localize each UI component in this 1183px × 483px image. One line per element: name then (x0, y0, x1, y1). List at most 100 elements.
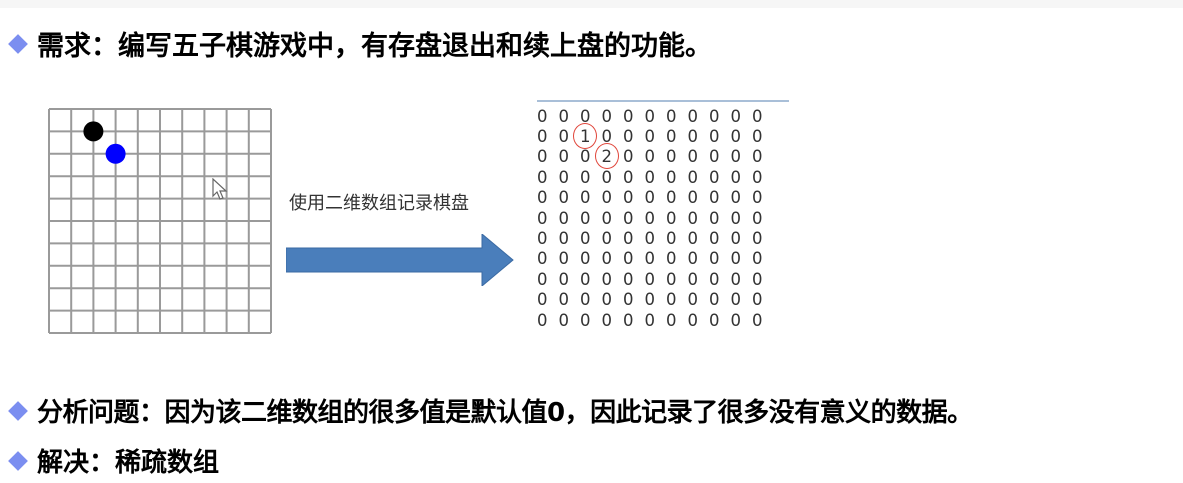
matrix-cell: 0 (537, 229, 548, 249)
matrix-cell: 0 (709, 310, 720, 330)
matrix-cell: 0 (537, 310, 548, 330)
matrix-cell: 0 (644, 249, 656, 269)
matrix-cell: 0 (730, 290, 742, 310)
matrix-cell: 0 (644, 106, 656, 126)
matrix-cell: 0 (601, 269, 613, 289)
matrix-cell: 0 (644, 127, 656, 147)
arrow-label: 使用二维数组记录棋盘 (289, 193, 469, 214)
matrix-cell: 0 (752, 147, 763, 167)
matrix-cell: 0 (730, 188, 742, 208)
matrix-cell: 0 (558, 188, 570, 208)
matrix-cell: 0 (730, 127, 742, 147)
matrix-cell: 0 (580, 147, 591, 167)
matrix-divider (537, 100, 789, 102)
matrix-cell: 0 (623, 167, 634, 187)
mouse-cursor-icon (212, 178, 228, 200)
matrix-cell: 0 (730, 269, 742, 289)
matrix-cell: 0 (687, 269, 699, 289)
matrix-cell: 0 (709, 269, 720, 289)
matrix-cell: 0 (537, 167, 548, 187)
matrix-cell: 0 (623, 290, 634, 310)
right-arrow-icon (286, 234, 514, 286)
matrix-cell: 0 (730, 249, 742, 269)
matrix-cell: 0 (752, 106, 763, 126)
matrix-cell: 0 (558, 127, 570, 147)
matrix-cell: 0 (709, 229, 720, 249)
matrix-cell: 0 (709, 147, 720, 167)
matrix-cell: 0 (601, 249, 613, 269)
matrix-cell: 0 (666, 127, 677, 147)
matrix-cell: 0 (537, 147, 548, 167)
matrix-cell: 0 (537, 249, 548, 269)
matrix-cell: 0 (558, 167, 570, 187)
diamond-bullet-icon (8, 400, 28, 421)
matrix-cell: 0 (601, 188, 613, 208)
matrix-cell: 0 (580, 188, 591, 208)
matrix-cell: 0 (580, 167, 591, 187)
matrix-cell: 0 (558, 229, 570, 249)
matrix-cell: 0 (687, 188, 699, 208)
matrix-cell: 0 (687, 106, 699, 126)
requirement-bullet: 需求：编写五子棋游戏中，有存盘退出和续上盘的功能。 (8, 24, 712, 63)
matrix-cell: 0 (666, 290, 677, 310)
matrix-cell: 0 (666, 269, 677, 289)
matrix-cell: 0 (644, 229, 656, 249)
matrix-cell: 0 (666, 310, 677, 330)
matrix-cell: 0 (558, 310, 570, 330)
matrix-cell: 0 (623, 229, 634, 249)
matrix-cell: 0 (580, 249, 591, 269)
matrix-cell: 0 (601, 127, 613, 147)
matrix-cell: 0 (644, 188, 656, 208)
gomoku-board (48, 108, 272, 334)
matrix-cell: 0 (558, 106, 570, 126)
matrix-cell: 0 (709, 208, 720, 228)
matrix-cell: 0 (623, 269, 634, 289)
matrix-cell: 0 (709, 127, 720, 147)
matrix-cell-highlighted: 1 (573, 123, 602, 150)
matrix-cell: 0 (752, 167, 763, 187)
diamond-bullet-icon (8, 33, 28, 54)
matrix-cell: 0 (537, 188, 548, 208)
matrix-cell: 0 (558, 290, 570, 310)
matrix-cell: 0 (601, 290, 613, 310)
matrix-cell: 0 (644, 310, 656, 330)
matrix-cell: 0 (730, 167, 742, 187)
matrix-cell: 0 (687, 208, 699, 228)
matrix-cell: 0 (687, 290, 699, 310)
matrix-cell: 0 (687, 229, 699, 249)
matrix-cell-highlighted: 2 (594, 143, 624, 170)
matrix-cell: 0 (580, 208, 591, 228)
matrix-cell: 0 (752, 229, 763, 249)
matrix-cell: 0 (709, 290, 720, 310)
matrix-cell: 0 (580, 106, 591, 126)
matrix-cell: 0 (752, 249, 763, 269)
matrix-cell: 0 (752, 310, 763, 330)
matrix-cell: 0 (730, 208, 742, 228)
matrix-cell: 0 (558, 249, 570, 269)
matrix-cell: 0 (709, 249, 720, 269)
matrix-cell: 0 (537, 106, 548, 126)
matrix-cell: 0 (644, 269, 656, 289)
matrix-cell: 0 (623, 310, 634, 330)
matrix-cell: 0 (666, 188, 677, 208)
matrix-cell: 0 (601, 208, 613, 228)
matrix-cell: 0 (752, 290, 763, 310)
matrix-cell: 0 (752, 269, 763, 289)
matrix-cell: 0 (623, 106, 634, 126)
matrix-cell: 0 (644, 290, 656, 310)
diamond-bullet-icon (8, 450, 28, 471)
matrix-cell: 0 (687, 167, 699, 187)
matrix-cell: 0 (730, 310, 742, 330)
solution-text: 解决：稀疏数组 (37, 448, 220, 478)
matrix-cell: 0 (644, 208, 656, 228)
matrix-cell: 0 (752, 208, 763, 228)
matrix-cell: 0 (709, 106, 720, 126)
blue-stone (105, 143, 126, 164)
matrix-cell: 0 (623, 249, 634, 269)
